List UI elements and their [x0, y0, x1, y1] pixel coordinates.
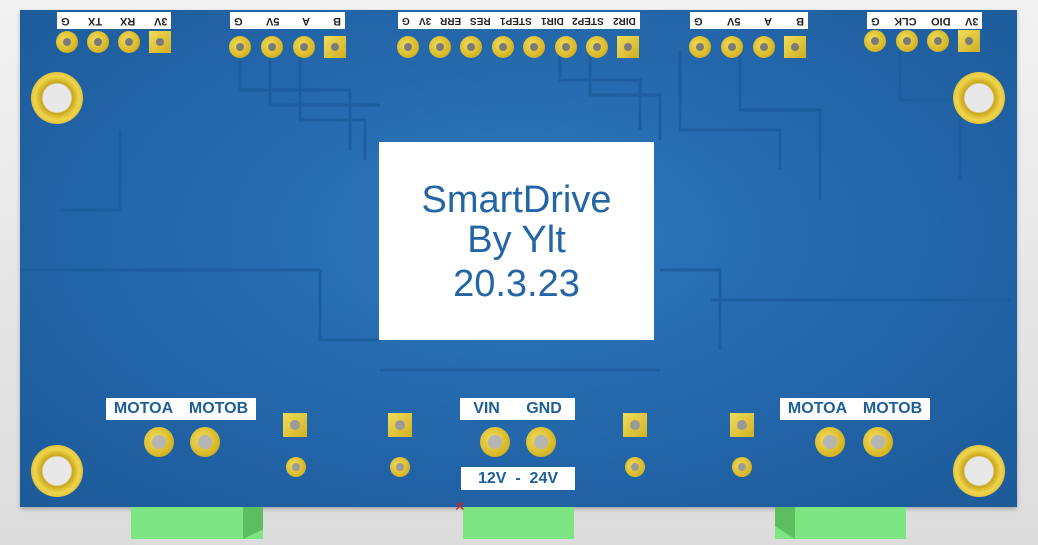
header-pin [429, 36, 451, 58]
motor-b-label: MOTOB [862, 400, 923, 417]
header-pin [896, 30, 918, 52]
pin-label: G [61, 14, 70, 27]
header-label-driver: G 3V ERR RES STEP1 DIR1 STEP2 DIR2 [398, 12, 640, 29]
pcb-traces [20, 50, 1010, 372]
motor-left-label: MOTOA MOTOB [106, 398, 256, 420]
vin-label: VIN [473, 400, 500, 417]
via [625, 457, 645, 477]
power-connector [463, 507, 574, 539]
motor-a-label: MOTOA [787, 400, 848, 417]
motor-a-label: MOTOA [113, 400, 174, 417]
voltage-range-text: 12V - 24V [477, 469, 559, 487]
pin-label: B [796, 14, 804, 27]
pin-label: DIR2 [613, 15, 636, 26]
header-pin [523, 36, 545, 58]
pin-label: G [402, 15, 410, 26]
header-pin [555, 36, 577, 58]
test-pad [283, 413, 307, 437]
header-pad [617, 36, 639, 58]
pin-label: 3V [964, 14, 978, 27]
header-pin [293, 36, 315, 58]
pin-label: B [333, 14, 341, 27]
power-terminal [480, 427, 510, 457]
motor-terminal [144, 427, 174, 457]
motor-left-connector-side [243, 507, 263, 539]
header-pin [261, 36, 283, 58]
pin-label: DIO [930, 14, 951, 27]
header-label-encoder-left: G 5V A B [230, 12, 345, 29]
header-pin [864, 30, 886, 52]
header-pin [56, 31, 78, 53]
header-pin [721, 36, 743, 58]
power-terminal [526, 427, 556, 457]
board-title-label: SmartDrive By Ylt 20.3.23 [379, 142, 654, 340]
test-pad [730, 413, 754, 437]
header-pad [324, 36, 346, 58]
voltage-range-label: 12V - 24V [461, 467, 575, 490]
header-label-display: G CLK DIO 3V [867, 12, 982, 29]
pin-label: A [302, 14, 311, 27]
mounting-hole [31, 72, 83, 124]
header-pin [460, 36, 482, 58]
pin-label: STEP2 [572, 15, 605, 26]
header-pin [229, 36, 251, 58]
header-pin [118, 31, 140, 53]
mounting-hole [953, 445, 1005, 497]
pin-label: 3V [153, 14, 167, 27]
gnd-label: GND [526, 400, 562, 417]
via [390, 457, 410, 477]
mounting-hole [953, 72, 1005, 124]
motor-left-connector [131, 507, 263, 539]
header-pin [753, 36, 775, 58]
header-label-encoder-right: G 5V A B [690, 12, 808, 29]
pin-label: RES [470, 15, 491, 26]
pin-label: CLK [893, 14, 917, 27]
pin-label: RX [120, 14, 136, 27]
via [286, 457, 306, 477]
test-pad [388, 413, 412, 437]
header-pad [784, 36, 806, 58]
motor-terminal [190, 427, 220, 457]
pin-label: 5V [726, 14, 741, 27]
motor-terminal [815, 427, 845, 457]
pin-label: ERR [440, 15, 462, 26]
title-line: SmartDrive [421, 179, 612, 221]
header-pad [149, 31, 171, 53]
pin-label: 3V [418, 15, 432, 26]
origin-marker-icon: ✕ [454, 498, 466, 514]
pin-label: G [234, 14, 243, 27]
header-pin [927, 30, 949, 52]
pin-label: DIR1 [540, 15, 564, 26]
header-pin [397, 36, 419, 58]
motor-b-label: MOTOB [188, 400, 249, 417]
pin-label: TX [87, 14, 102, 27]
title-line: By Ylt [467, 219, 566, 261]
via [732, 457, 752, 477]
header-pin [586, 36, 608, 58]
header-label-uart: G TX RX 3V [57, 12, 171, 29]
mounting-hole [31, 445, 83, 497]
test-pad [623, 413, 647, 437]
header-pin [689, 36, 711, 58]
header-pin [87, 31, 109, 53]
pin-label: G [871, 14, 880, 27]
title-line: 20.3.23 [453, 263, 580, 305]
power-input-label: VIN GND [460, 398, 575, 420]
pin-label: STEP1 [499, 15, 532, 26]
motor-right-label: MOTOA MOTOB [780, 398, 930, 420]
header-pin [492, 36, 514, 58]
motor-terminal [863, 427, 893, 457]
header-pad [958, 30, 980, 52]
pin-label: A [764, 14, 773, 27]
pin-label: G [694, 14, 703, 27]
motor-right-connector [775, 507, 906, 539]
pin-label: 5V [265, 14, 280, 27]
pcb-board: G TX RX 3V G 5V A B G 3V ERR RES STEP1 D… [20, 10, 1017, 507]
